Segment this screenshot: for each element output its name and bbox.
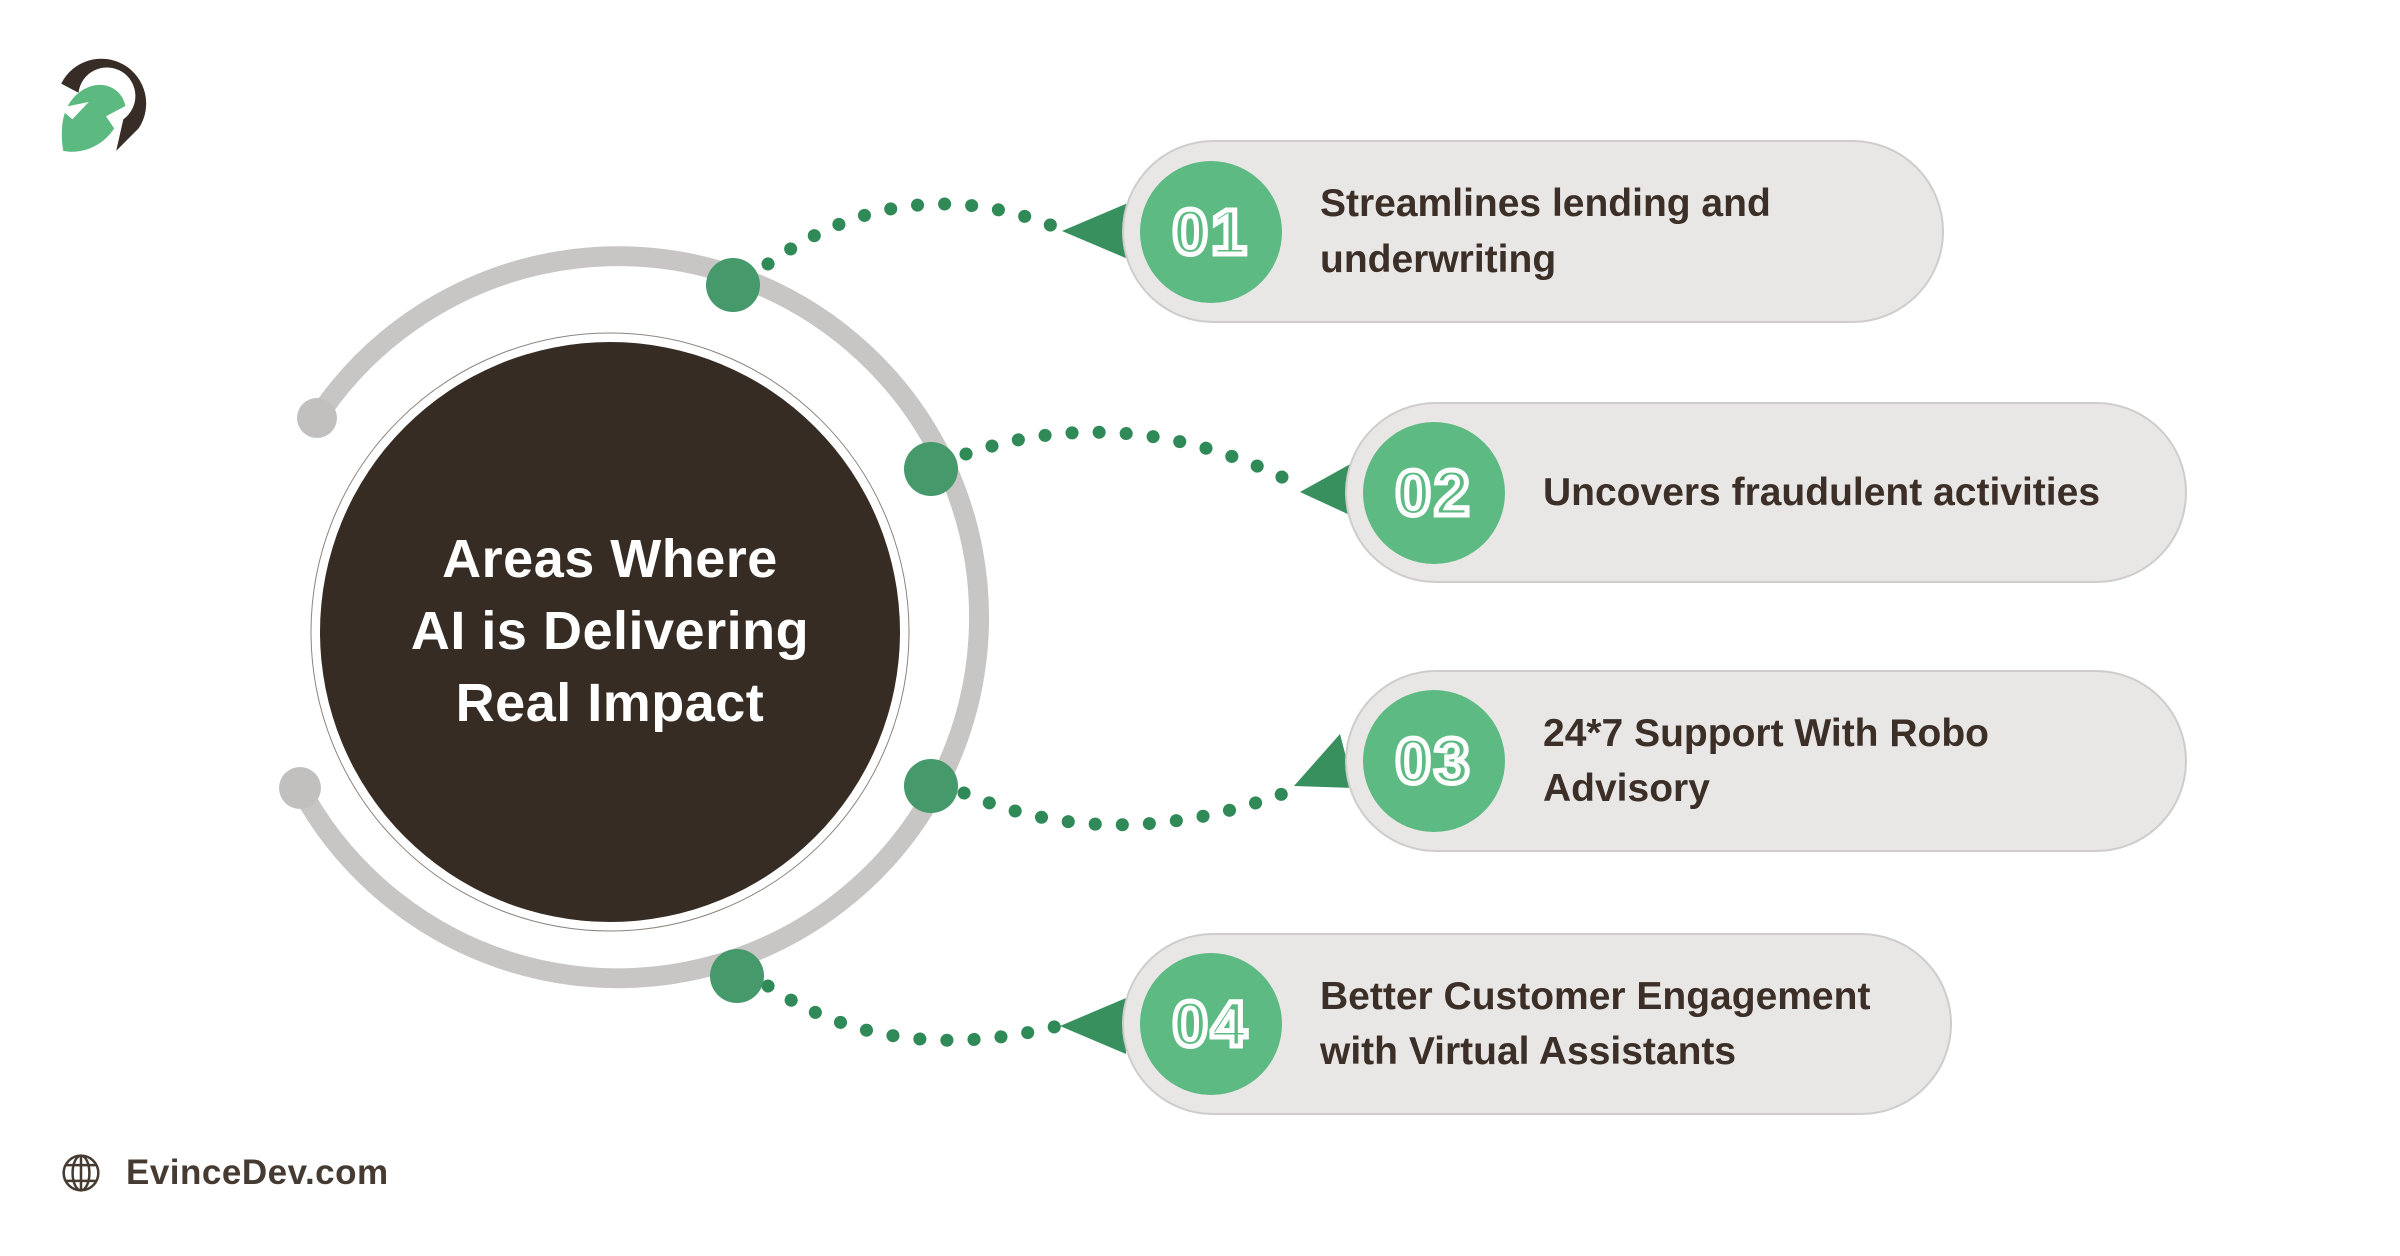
- ring-node-2: [904, 442, 958, 496]
- item-pill-1: 01 Streamlines lending and underwriting: [1122, 140, 1944, 323]
- item-label-4: Better Customer Engagement with Virtual …: [1124, 969, 1912, 1080]
- item-label-1: Streamlines lending and underwriting: [1124, 176, 1813, 287]
- item-label-1-line-1: Streamlines lending and: [1320, 182, 1771, 226]
- arrowhead-4-icon: [1060, 998, 1126, 1054]
- arrowhead-2-icon: [1300, 462, 1354, 516]
- item-number-badge-3: 03: [1363, 690, 1505, 832]
- globe-icon: [62, 1154, 100, 1192]
- item-pill-3: 03 24*7 Support With Robo Advisory: [1345, 670, 2187, 852]
- item-pill-4: 04 Better Customer Engagement with Virtu…: [1122, 933, 1952, 1115]
- hairline-circle: [310, 332, 910, 932]
- title-line-1: Areas Where: [442, 529, 778, 590]
- item-label-3-line-2: Advisory: [1543, 767, 1710, 810]
- logo-helmet-arc: [61, 58, 147, 151]
- connector-dots-3: [957, 783, 1300, 832]
- item-number-badge-4: 04: [1140, 953, 1282, 1095]
- ring-node-1: [706, 258, 760, 312]
- item-label-4-line-2: with Virtual Assistants: [1320, 1030, 1737, 1073]
- item-number-badge-2: 02: [1363, 421, 1505, 564]
- item-pill-2: 02 Uncovers fraudulent activities: [1345, 402, 2187, 583]
- item-number-4: 04: [1170, 986, 1250, 1063]
- ring-endcap-bottom: [279, 767, 321, 809]
- connector-dots-4: [761, 979, 1065, 1047]
- item-label-4-line-1: Better Customer Engagement: [1320, 974, 1871, 1018]
- ring-node-4: [710, 949, 764, 1003]
- arrowhead-1-icon: [1062, 203, 1128, 259]
- logo-slit: [59, 101, 89, 120]
- item-number-3: 03: [1393, 723, 1473, 800]
- arrowhead-3-icon: [1294, 734, 1354, 788]
- item-number-badge-1: 01: [1140, 160, 1282, 303]
- ring-endcap-top: [297, 398, 337, 438]
- logo-leaf: [61, 84, 126, 152]
- page-title: Areas Where AI is Delivering Real Impact: [411, 524, 809, 739]
- item-number-1: 01: [1170, 193, 1250, 270]
- ring-node-3: [904, 759, 958, 813]
- item-number-2: 02: [1393, 454, 1473, 531]
- orbit-ring: [291, 246, 989, 989]
- title-line-2: AI is Delivering: [410, 601, 810, 662]
- website-url: EvinceDev.com: [126, 1153, 389, 1192]
- connector-dots-2: [959, 425, 1307, 493]
- item-label-3: 24*7 Support With Robo Advisory: [1347, 706, 2031, 817]
- item-label-2: Uncovers fraudulent activities: [1347, 465, 2142, 520]
- item-label-2-line-1: Uncovers fraudulent activities: [1543, 470, 2101, 514]
- item-label-3-line-1: 24*7 Support With Robo: [1543, 711, 1989, 755]
- title-line-3: Real Impact: [455, 672, 765, 733]
- central-topic-circle: Areas Where AI is Delivering Real Impact: [320, 342, 900, 922]
- footer: EvinceDev.com: [60, 1152, 389, 1194]
- connector-dots-1: [761, 197, 1065, 271]
- evincedev-logo-icon: [59, 58, 147, 152]
- item-label-1-line-2: underwriting: [1320, 237, 1557, 281]
